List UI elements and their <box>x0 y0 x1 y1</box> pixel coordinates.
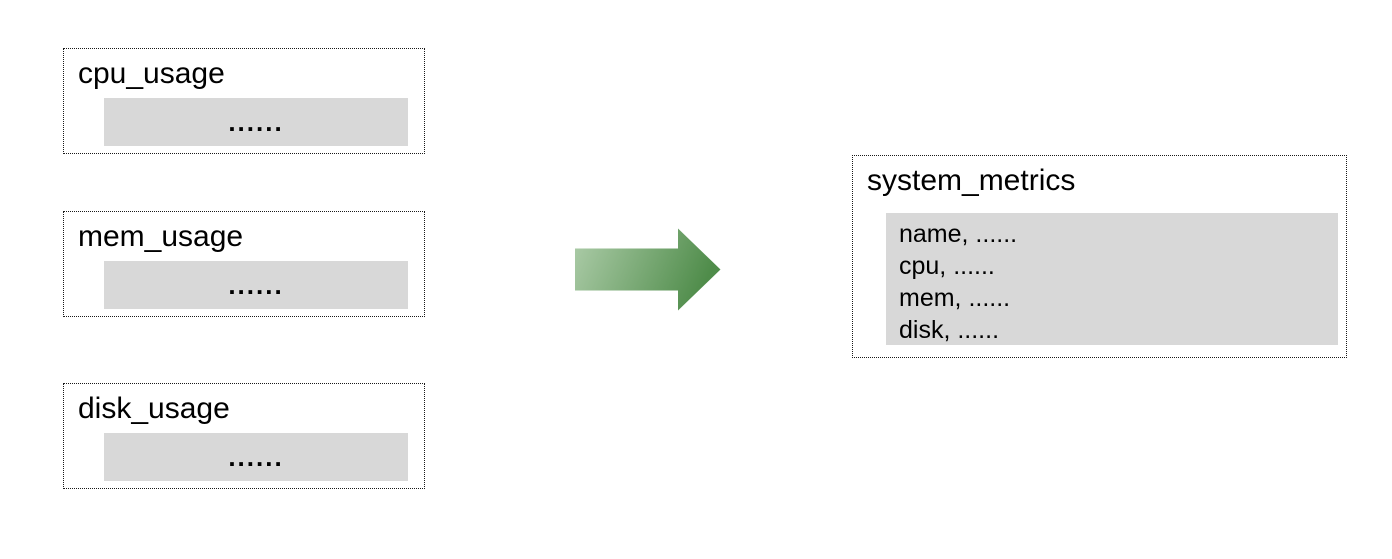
table-columns-panel: name, ...... cpu, ...... mem, ...... dis… <box>886 213 1338 345</box>
right-arrow-icon <box>575 228 721 311</box>
column-row: disk, ...... <box>899 316 1000 344</box>
ellipsis-label: ...... <box>228 269 284 300</box>
column-row: name, ...... <box>899 220 1018 248</box>
source-table-mem-usage: mem_usage ...... <box>63 211 425 317</box>
table-title: mem_usage <box>78 220 244 253</box>
column-row: cpu, ...... <box>899 252 995 280</box>
ellipsis-label: ...... <box>228 106 284 137</box>
table-title: disk_usage <box>78 392 230 425</box>
ellipsis-label: ...... <box>228 441 284 472</box>
table-body-placeholder: ...... <box>104 261 408 309</box>
table-title: cpu_usage <box>78 57 225 90</box>
table-body-placeholder: ...... <box>104 98 408 146</box>
merge-arrow <box>575 228 721 311</box>
table-title: system_metrics <box>867 164 1076 197</box>
table-body-placeholder: ...... <box>104 433 408 481</box>
result-table-system-metrics: system_metrics name, ...... cpu, ...... … <box>852 155 1347 358</box>
column-row: mem, ...... <box>899 284 1011 312</box>
source-table-disk-usage: disk_usage ...... <box>63 383 425 489</box>
source-table-cpu-usage: cpu_usage ...... <box>63 48 425 154</box>
